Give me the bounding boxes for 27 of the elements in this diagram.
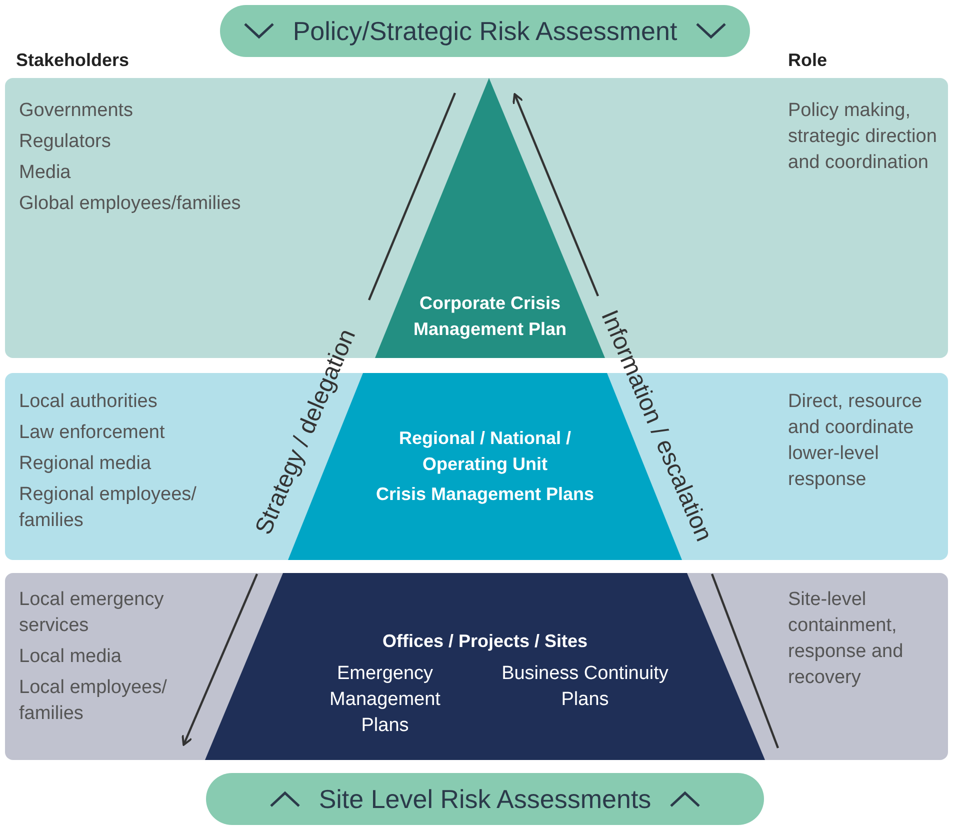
column-heading: Stakeholders <box>16 50 130 71</box>
role-text: Direct, resource and coordinate lower-level response <box>788 390 924 492</box>
tier-heading: Offices / Projects / Sites <box>381 630 589 653</box>
stakeholder-text: Law enforcement <box>19 421 166 445</box>
plan-text: Business Continuity Plans <box>500 662 670 712</box>
stakeholder-text: Local emergency services <box>19 588 165 638</box>
tier-heading: Regional / National / Operating Unit <box>398 427 572 476</box>
stakeholder-text: Global employees/families <box>19 192 242 216</box>
stakeholder-text: Local employees/ families <box>19 676 168 726</box>
stakeholder-text: Media <box>19 161 72 185</box>
tier-heading: Corporate Crisis Management Plan <box>412 292 568 341</box>
banner-title: Site Level Risk Assessments <box>318 784 652 814</box>
stakeholder-text: Local media <box>19 645 122 669</box>
stakeholder-text: Local authorities <box>19 390 158 414</box>
stakeholder-text: Regional employees/ families <box>19 483 198 533</box>
banner <box>220 5 750 57</box>
plan-text: Emergency Management Plans <box>328 662 442 738</box>
tier-heading: Crisis Management Plans <box>374 483 596 506</box>
role-text: Site-level containment, response and recovery <box>788 588 904 690</box>
tier-band <box>5 573 948 760</box>
stakeholder-text: Governments <box>19 99 134 123</box>
role-text: Policy making, strategic direction and coordination <box>788 99 938 175</box>
stakeholder-text: Regulators <box>19 130 112 154</box>
stakeholder-text: Regional media <box>19 452 152 476</box>
column-heading: Role <box>788 50 828 71</box>
banner-title: Policy/Strategic Risk Assessment <box>292 16 678 46</box>
banner <box>206 773 764 825</box>
